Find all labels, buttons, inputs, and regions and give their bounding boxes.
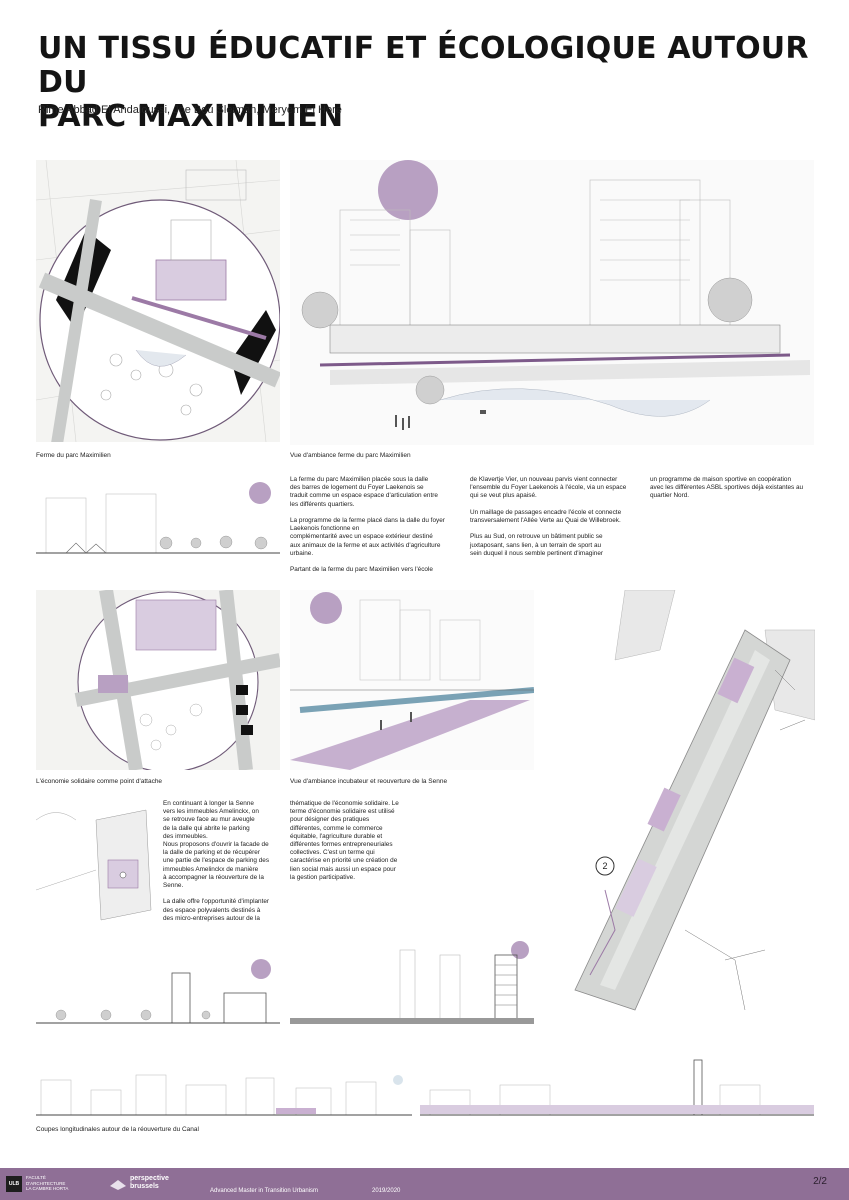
title-line-1: UN TISSU ÉDUCATIF ET ÉCOLOGIQUE AUTOUR D… [38, 31, 809, 100]
page-title: UN TISSU ÉDUCATIF ET ÉCOLOGIQUE AUTOUR D… [38, 32, 828, 134]
text-economy-col2: thématique de l'économie solidaire. Le t… [290, 800, 399, 881]
canal-map-image: 2 [545, 590, 815, 1030]
text-economy-col1: En continuant à longer la Senne vers les… [163, 800, 270, 922]
caption-farm-view: Vue d'ambiance ferme du parc Maximilien [290, 452, 411, 459]
economy-section-right-image [290, 941, 534, 1024]
farm-section-image [36, 482, 280, 554]
text-farm-col1: La ferme du parc Maximilien placée sous … [290, 476, 445, 574]
caption-farm-plan: Ferme du parc Maximilien [36, 452, 111, 459]
perspective-brussels-logo-icon [110, 1180, 126, 1190]
text-farm-col2: de Klavertje Vier, un nouveau parvis vie… [470, 476, 627, 557]
program-name: Advanced Master in Transition Urbanism [210, 1188, 319, 1194]
caption-sections: Coupes longitudinales autour de la réouv… [36, 1126, 199, 1133]
farm-view-image [290, 160, 814, 445]
footer-bar: ULB FACULTÉ D'ARCHITECTURE LA CAMBRE HOR… [0, 1168, 849, 1200]
farm-plan-image [36, 160, 280, 442]
title-line-2: PARC MAXIMILIEN [38, 99, 344, 134]
page-number: 2/2 [813, 1176, 827, 1187]
faculty-name: FACULTÉ D'ARCHITECTURE LA CAMBRE HORTA [26, 1175, 69, 1191]
authors: Rime Abbad El Andaloussi, Joe Bou Sleima… [38, 104, 342, 116]
long-section-right-image [420, 1059, 814, 1116]
academic-year: 2019/2020 [372, 1188, 401, 1194]
caption-economy-plan: L'économie solidaire comme point d'attac… [36, 778, 163, 785]
map-marker: 2 [602, 861, 607, 871]
ulb-logo: ULB [6, 1176, 22, 1192]
text-farm-col3: un programme de maison sportive en coopé… [650, 476, 804, 500]
economy-plan-image [36, 590, 280, 770]
economy-section-left-image [36, 959, 280, 1024]
partner-name: perspective brussels [130, 1175, 169, 1190]
economy-small-plan-image [36, 800, 156, 925]
incubator-view-image [290, 590, 534, 770]
caption-incubator-view: Vue d'ambiance incubateur et reouverture… [290, 778, 448, 785]
long-section-left-image [36, 1074, 412, 1116]
